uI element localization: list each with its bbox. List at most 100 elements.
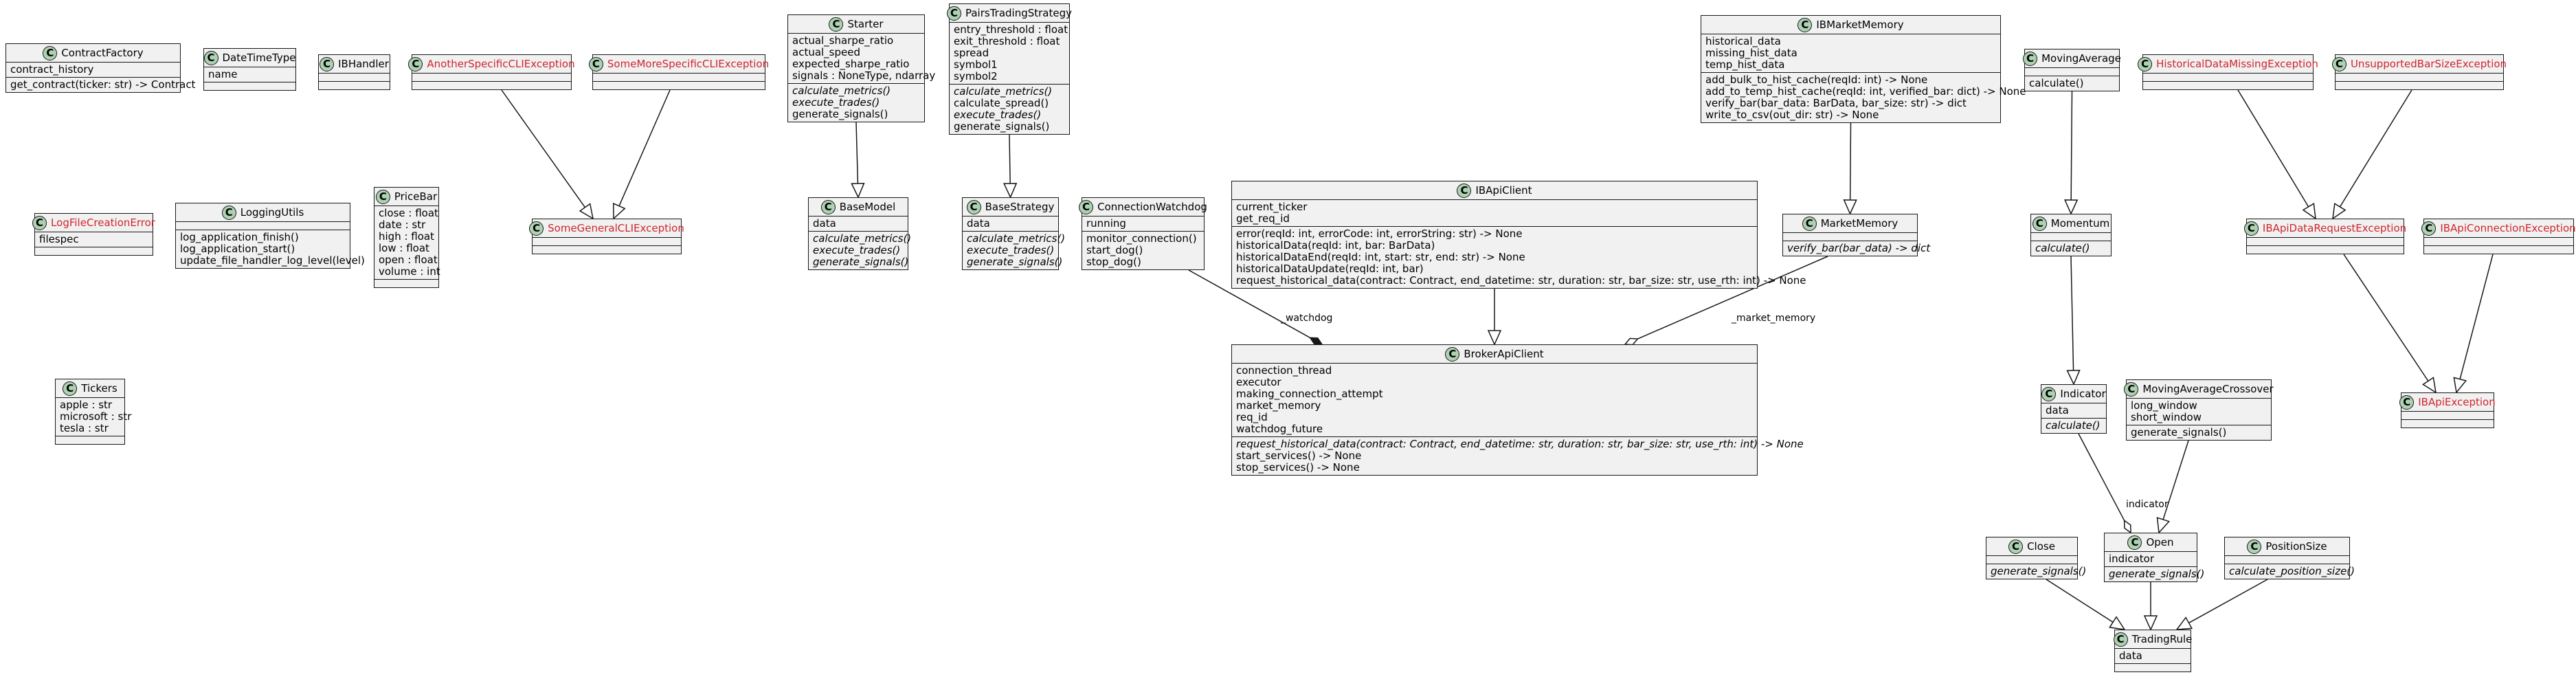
field: connection_thread: [1236, 364, 1332, 377]
class-c-icon: C: [408, 57, 423, 71]
relation-label: _watchdog: [1280, 313, 1332, 324]
method: request_historical_data(contract: Contra…: [1236, 438, 1804, 450]
method: generate_signals(): [792, 108, 888, 120]
relation-inheritance: [2343, 254, 2437, 394]
relation-inheritance: [1843, 122, 1857, 215]
methods-section: [56, 436, 124, 444]
class-name: MovingAverageCrossover: [2142, 383, 2274, 395]
method: get_contract(ticker: str) -> Contract: [10, 78, 196, 91]
class-name: AnotherSpecificCLIException: [427, 58, 575, 70]
field: entry_threshold : float: [954, 23, 1068, 36]
class-name: IBHandler: [338, 58, 389, 70]
methods-section: verify_bar(bar_data) -> dict: [1783, 241, 1930, 256]
inheritance-arrowhead: [579, 203, 594, 220]
field: apple : str: [60, 399, 113, 411]
inheritance-arrowhead: [1843, 199, 1857, 215]
field: current_ticker: [1236, 201, 1308, 213]
fields-section: indicator: [2105, 551, 2197, 566]
relation-composition: _watchdog: [1188, 269, 1332, 345]
relation-line: [2162, 440, 2189, 520]
methods-section: log_application_finish()log_application_…: [176, 230, 365, 268]
relation-inheritance: [2332, 89, 2412, 220]
relation-line: [2459, 254, 2494, 379]
relation-inheritance: [2453, 254, 2494, 394]
fields-section: data: [2041, 403, 2106, 418]
methods-section: [2336, 81, 2503, 89]
relation-inheritance: [501, 89, 594, 220]
fields-section: [2247, 237, 2404, 245]
relation-line: [855, 122, 859, 184]
relation-line: [2078, 433, 2125, 521]
method: update_file_handler_log_level(level): [180, 254, 365, 267]
class-name: LoggingUtils: [240, 206, 304, 219]
class-name: Open: [2146, 536, 2174, 548]
class-c-icon: C: [2138, 57, 2153, 71]
method: add_bulk_to_hist_cache(reqId: int) -> No…: [1705, 74, 1928, 86]
methods-section: generate_signals(): [2105, 566, 2204, 581]
method: request_historical_data(contract: Contra…: [1236, 274, 1806, 287]
relation-line: [501, 89, 586, 208]
relation-line: [2237, 89, 2309, 208]
relation-aggregation: _market_memory: [1624, 256, 1828, 346]
method: execute_trades(): [792, 96, 880, 109]
fields-section: contract_history: [6, 62, 180, 77]
class-name: PositionSize: [2265, 540, 2327, 553]
field: long_window: [2131, 399, 2197, 412]
fields-section: [1783, 232, 1917, 241]
methods-section: calculate_metrics()calculate_spread()exe…: [950, 84, 1069, 134]
fields-section: [319, 73, 390, 81]
methods-section: calculate_metrics()execute_trades()gener…: [963, 231, 1065, 269]
class-c-icon: C: [375, 190, 390, 204]
class-c-icon: C: [2113, 632, 2128, 647]
class-c-icon: C: [2399, 395, 2415, 410]
fields-section: [593, 73, 765, 81]
field: open : float: [379, 254, 438, 266]
methods-section: [2401, 419, 2494, 428]
methods-section: [35, 247, 153, 255]
another-specific-cli-exception-class: C AnotherSpecificCLIException: [408, 54, 575, 90]
field: contract_history: [10, 63, 94, 76]
relation-line: [2188, 579, 2268, 623]
methods-section: monitor_connection()start_dog()stop_dog(…: [1082, 231, 1204, 269]
class-c-icon: C: [1457, 184, 1472, 198]
field: req_id: [1236, 411, 1268, 423]
class-c-icon: C: [966, 200, 981, 214]
field: exit_threshold : float: [954, 35, 1060, 47]
class-c-icon: C: [203, 51, 219, 65]
field: data: [967, 217, 990, 230]
field: date : str: [379, 219, 426, 231]
class-c-icon: C: [320, 57, 335, 71]
fields-section: [533, 237, 681, 245]
relation-label: _market_memory: [1731, 313, 1815, 324]
field: temp_hist_data: [1705, 58, 1785, 71]
method: add_to_temp_hist_cache(reqId: int, verif…: [1705, 85, 2026, 98]
inheritance-arrowhead: [2422, 377, 2437, 394]
class-c-icon: C: [820, 200, 836, 214]
relation-inheritance: [851, 122, 865, 199]
field: data: [2119, 650, 2142, 662]
class-name: MovingAverage: [2041, 52, 2121, 65]
methods-section: calculate_metrics()execute_trades()gener…: [809, 231, 911, 269]
inheritance-arrowhead: [1487, 330, 1502, 346]
methods-section: calculate_position_size(): [2225, 564, 2355, 579]
fields-section: [2424, 237, 2573, 245]
inheritance-arrowhead: [2143, 615, 2158, 631]
field: actual_sharpe_ratio: [792, 34, 894, 47]
